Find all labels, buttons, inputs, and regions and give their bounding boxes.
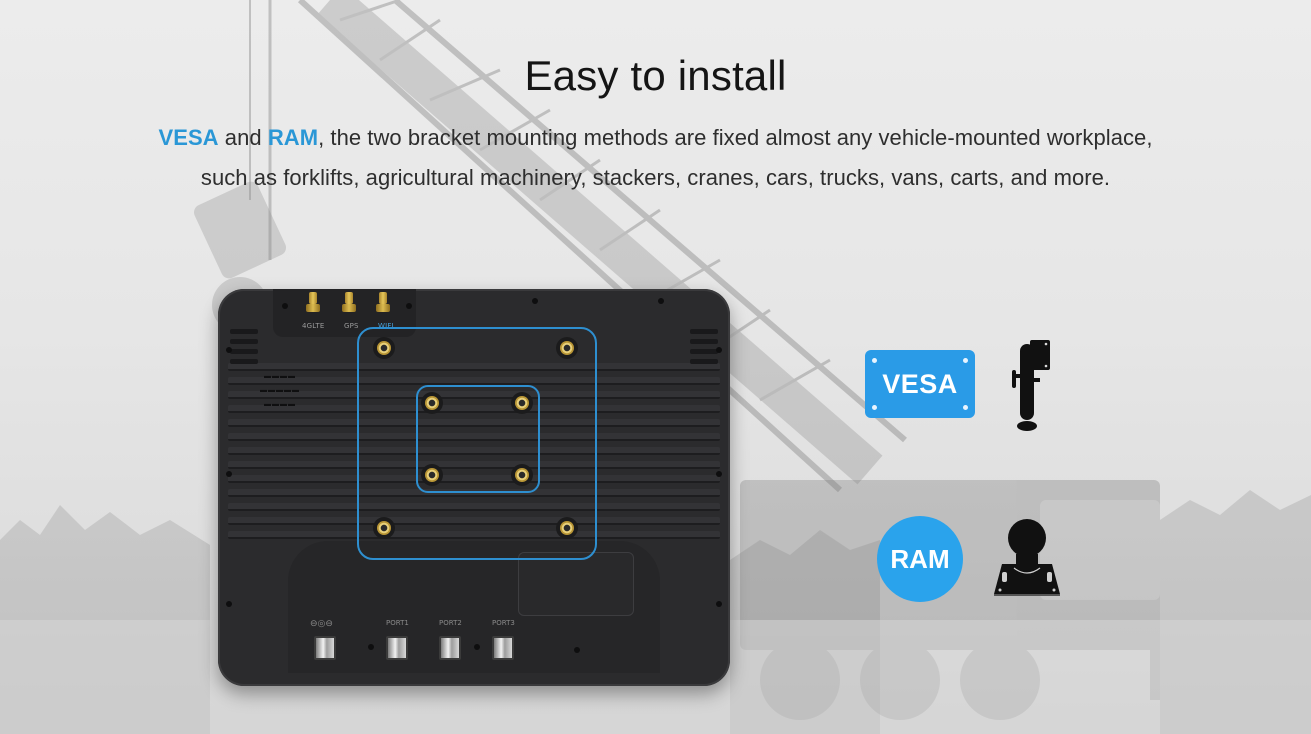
antenna-label-wifi: WIFI bbox=[378, 322, 394, 330]
ram-ball-mount-icon bbox=[994, 519, 1060, 596]
vesa-highlight: VESA bbox=[158, 125, 219, 150]
mount-insert-icon bbox=[373, 337, 395, 359]
mount-insert-icon bbox=[373, 517, 395, 539]
screw-icon bbox=[226, 471, 232, 477]
vesa-hole-icon bbox=[963, 405, 968, 410]
antenna-connector-icon bbox=[306, 292, 320, 316]
port2-connector-icon bbox=[439, 636, 461, 660]
port3-connector-icon bbox=[492, 636, 514, 660]
screw-icon bbox=[716, 471, 722, 477]
vesa-badge-label: VESA bbox=[882, 368, 958, 399]
dc-power-port-icon bbox=[314, 636, 336, 660]
screw-icon bbox=[406, 303, 412, 309]
ram-highlight: RAM bbox=[267, 125, 319, 150]
ram-badge-label: RAM bbox=[890, 543, 950, 574]
vesa-100-outline bbox=[357, 327, 597, 560]
service-cover bbox=[518, 552, 634, 616]
antenna-panel bbox=[273, 289, 416, 337]
port-label-3: PORT3 bbox=[492, 619, 515, 627]
screw-icon bbox=[574, 647, 580, 653]
antenna-connector-icon bbox=[376, 292, 390, 316]
screw-icon bbox=[226, 347, 232, 353]
side-vents-left bbox=[230, 329, 258, 369]
antenna-label-gps: GPS bbox=[344, 322, 359, 330]
ram-badge: RAM bbox=[877, 516, 963, 602]
description-line-2: such as forklifts, agricultural machiner… bbox=[200, 165, 1111, 190]
speaker-grille: ▬▬▬▬ bbox=[264, 401, 296, 408]
description-text: and bbox=[218, 125, 268, 150]
antenna-label-4glte: 4GLTE bbox=[302, 322, 325, 330]
mount-insert-icon bbox=[421, 464, 443, 486]
screw-icon bbox=[474, 644, 480, 650]
mount-insert-icon bbox=[556, 337, 578, 359]
vesa-hole-icon bbox=[963, 358, 968, 363]
side-vents-right bbox=[690, 329, 718, 369]
mount-insert-icon bbox=[556, 517, 578, 539]
screw-icon bbox=[532, 298, 538, 304]
screw-icon bbox=[716, 601, 722, 607]
port-label-1: PORT1 bbox=[386, 619, 409, 627]
screw-icon bbox=[226, 601, 232, 607]
vesa-75-outline bbox=[416, 385, 540, 493]
vesa-hole-icon bbox=[872, 405, 877, 410]
vesa-hole-icon bbox=[872, 358, 877, 363]
tablet-rear-image: 4GLTE GPS WIFI ▬▬▬▬ ▬▬▬▬▬ ▬▬▬▬ ⊖◎⊖ bbox=[218, 289, 730, 686]
antenna-connector-icon bbox=[342, 292, 356, 316]
vesa-badge: VESA bbox=[865, 350, 975, 418]
screw-icon bbox=[282, 303, 288, 309]
cooling-fins bbox=[228, 363, 720, 541]
mount-insert-icon bbox=[511, 464, 533, 486]
page-title: Easy to install bbox=[524, 52, 787, 99]
description-line-1: VESA and RAM, the two bracket mounting m… bbox=[0, 125, 1311, 151]
vesa-arm-bracket-icon bbox=[1012, 340, 1050, 431]
port1-connector-icon bbox=[386, 636, 408, 660]
speaker-grille: ▬▬▬▬▬ bbox=[260, 387, 300, 394]
mount-insert-icon bbox=[511, 392, 533, 414]
mount-insert-icon bbox=[421, 392, 443, 414]
dc-power-label: ⊖◎⊖ bbox=[310, 619, 333, 629]
screw-icon bbox=[368, 644, 374, 650]
speaker-grille: ▬▬▬▬ bbox=[264, 373, 296, 380]
description-text: , the two bracket mounting methods are f… bbox=[318, 125, 1153, 150]
port-label-2: PORT2 bbox=[439, 619, 462, 627]
screw-icon bbox=[658, 298, 664, 304]
screw-icon bbox=[716, 347, 722, 353]
